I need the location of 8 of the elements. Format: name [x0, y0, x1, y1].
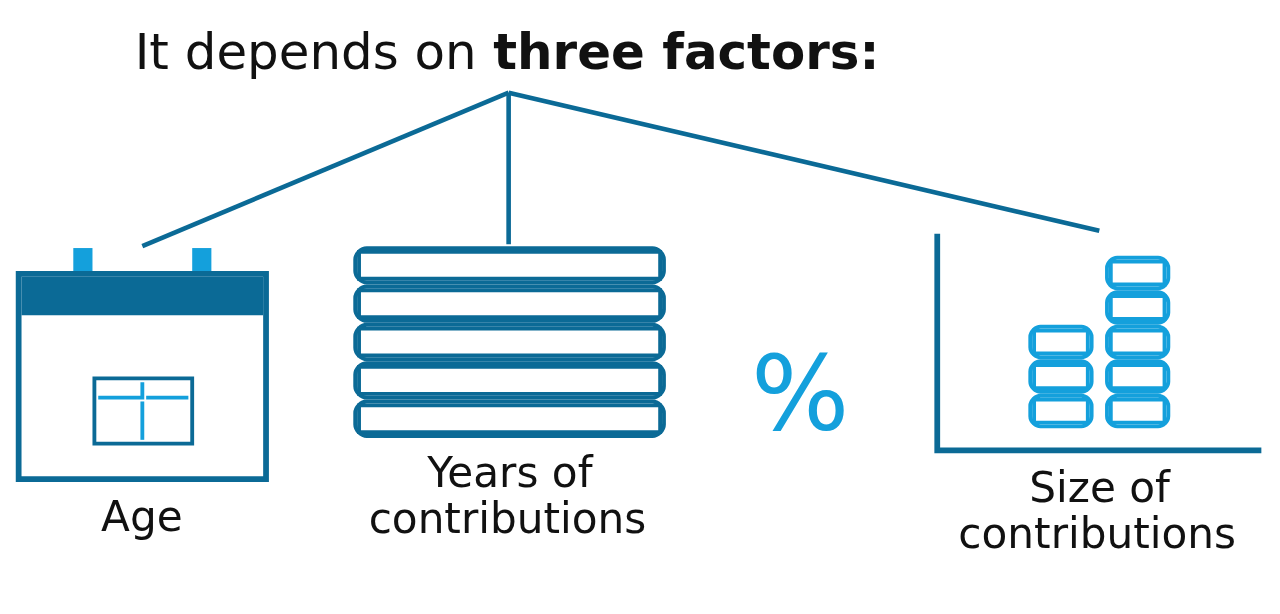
node-label: Years of contributions	[368, 447, 647, 543]
label: %	[750, 333, 850, 454]
connector	[506, 92, 511, 244]
connector	[141, 90, 510, 248]
node-label: Size of contributions	[958, 462, 1237, 558]
connector	[508, 89, 1100, 233]
node-text: It depends on three factors:	[134, 22, 880, 81]
node-label: Age	[101, 491, 183, 541]
